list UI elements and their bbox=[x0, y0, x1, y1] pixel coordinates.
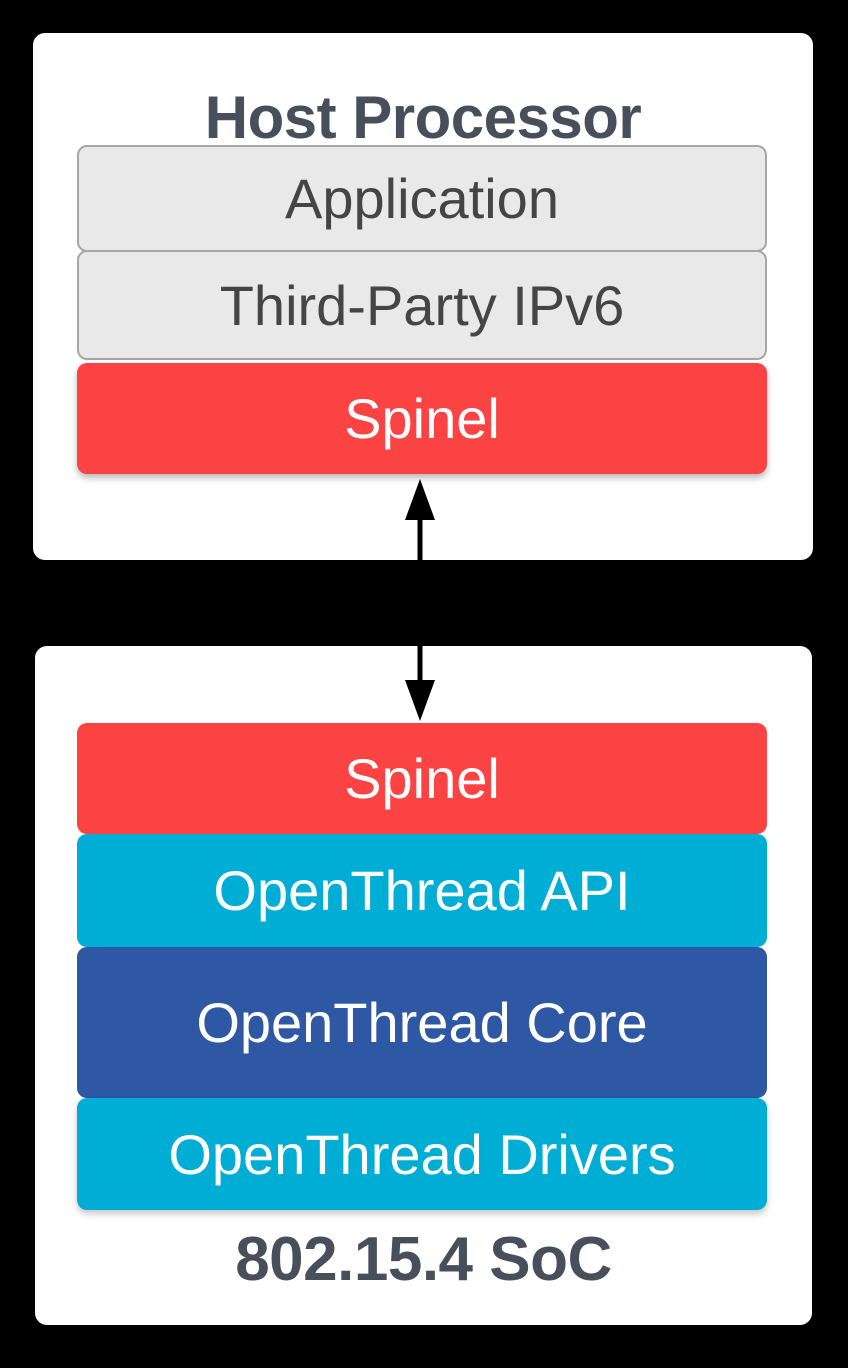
bidirectional-arrow-icon bbox=[405, 479, 435, 721]
soc-layer-stack: Spinel OpenThread API OpenThread Core Op… bbox=[77, 723, 767, 1210]
host-processor-card: Host Processor Application Third-Party I… bbox=[33, 33, 813, 560]
layer-openthread-core-label: OpenThread Core bbox=[196, 991, 648, 1054]
arrow-down-head bbox=[405, 680, 435, 721]
host-layer-stack: Application Third-Party IPv6 Spinel bbox=[77, 145, 767, 474]
layer-spinel-host: Spinel bbox=[77, 363, 767, 474]
layer-spinel-host-label: Spinel bbox=[344, 387, 500, 450]
layer-openthread-api-label: OpenThread API bbox=[213, 859, 631, 922]
soc-card: Spinel OpenThread API OpenThread Core Op… bbox=[35, 646, 812, 1325]
layer-openthread-drivers-label: OpenThread Drivers bbox=[168, 1122, 676, 1186]
layer-openthread-core: OpenThread Core bbox=[77, 947, 767, 1098]
layer-application-label: Application bbox=[285, 167, 559, 230]
layer-spinel-soc-label: Spinel bbox=[344, 747, 500, 810]
arrow-up-head bbox=[405, 479, 435, 520]
layer-openthread-api: OpenThread API bbox=[77, 834, 767, 947]
soc-title: 802.15.4 SoC bbox=[235, 1225, 612, 1294]
layer-third-party-ipv6-label: Third-Party IPv6 bbox=[219, 273, 625, 337]
layer-openthread-drivers: OpenThread Drivers bbox=[77, 1098, 767, 1210]
host-processor-title: Host Processor bbox=[204, 84, 642, 151]
layer-spinel-soc: Spinel bbox=[77, 723, 767, 834]
layer-application: Application bbox=[77, 145, 767, 252]
layer-third-party-ipv6: Third-Party IPv6 bbox=[77, 250, 767, 360]
